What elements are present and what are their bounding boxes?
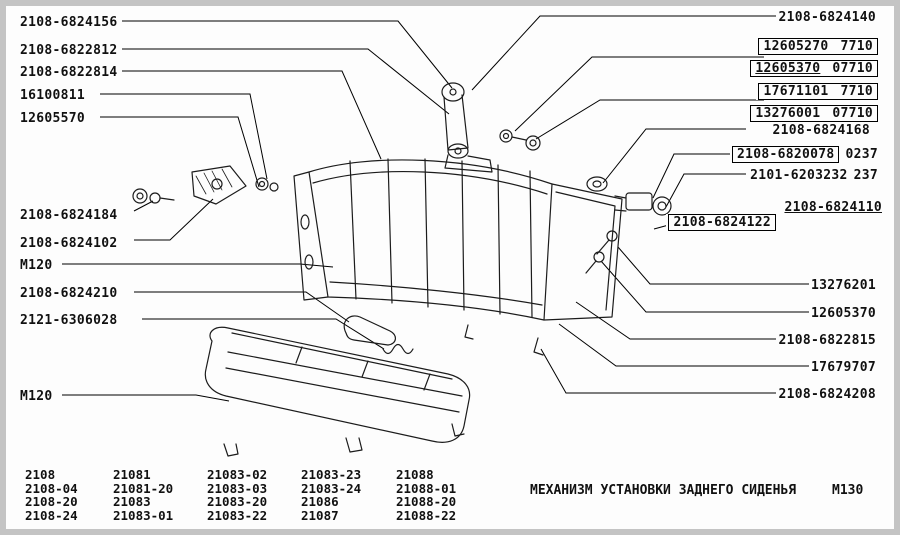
- model-code: 21083-03: [207, 480, 268, 496]
- part-suffix: 07710: [832, 106, 873, 121]
- diagram-title: МЕХАНИЗМ УСТАНОВКИ ЗАДНЕГО СИДЕНЬЯ: [530, 483, 797, 498]
- model-code: 21081-20: [113, 480, 174, 496]
- model-code: 21083-20: [207, 494, 268, 509]
- model-code: 21088: [396, 467, 434, 482]
- part-number-label: 2108-6824156: [18, 15, 120, 30]
- part-number: 2108-6820078: [731, 146, 840, 163]
- leader-lines: [62, 15, 814, 402]
- table-column: 21088 21088-01 21088-20 21088-22: [396, 468, 456, 522]
- part-number: 12605270: [763, 39, 829, 54]
- model-code: 21083-02: [207, 467, 268, 482]
- part-number-label: 2108-6822814: [18, 65, 120, 80]
- part-number-label: 12605570: [18, 111, 88, 126]
- model-code: 21083-24: [301, 480, 362, 496]
- model-code: 2108: [25, 467, 56, 482]
- model-code: 21083-23: [301, 467, 362, 482]
- part-suffix: 237: [853, 168, 878, 183]
- part-number: 17671101: [763, 84, 829, 99]
- part-suffix: 07710: [832, 61, 873, 76]
- part-number: 12605370: [755, 61, 821, 76]
- part-number-label-boxed: 2108-6824122: [666, 214, 778, 231]
- model-code: 21081: [113, 467, 151, 482]
- part-number-label: 13276201: [808, 278, 878, 293]
- part-number-label: 2108-6824184: [18, 208, 120, 223]
- model-code: 21083-01: [113, 507, 174, 523]
- model-code: 21088-22: [396, 507, 457, 523]
- part-number-label: 2108-6824208: [776, 387, 878, 402]
- model-code: 21086: [301, 494, 339, 509]
- sheet-code: М130: [832, 483, 864, 498]
- table-column: 21081 21081-20 21083 21083-01: [113, 468, 173, 522]
- part-suffix: 0237: [845, 147, 878, 162]
- part-number: 2101-6203232: [750, 168, 848, 183]
- model-code: 21083-22: [207, 507, 268, 523]
- part-number-label-boxed: 2108-6820078 0237: [729, 146, 880, 163]
- part-suffix: 7710: [840, 84, 873, 99]
- model-code: 2108-04: [25, 480, 78, 496]
- part-number-label: 2108-6824110: [782, 200, 884, 215]
- seat-cushion-drawing: [204, 326, 471, 457]
- part-number-label-boxed: 13276001 07710: [748, 105, 880, 122]
- part-number-label: 12605370: [808, 306, 878, 321]
- model-code: 2108-20: [25, 494, 78, 509]
- part-number-label-boxed: 12605370 07710: [748, 60, 880, 77]
- model-code: 21087: [301, 507, 339, 523]
- part-number-label: 2108-6824102: [18, 236, 120, 251]
- table-column: 21083-23 21083-24 21086 21087: [301, 468, 361, 522]
- part-number-label: 2108-6824168: [770, 123, 872, 138]
- part-number-label-boxed: 17671101 7710: [756, 83, 880, 100]
- part-number-label: 2108-6824210: [18, 286, 120, 301]
- part-suffix: 7710: [840, 39, 873, 54]
- part-number-label: 2101-6203232 237: [748, 168, 880, 183]
- part-number-label-boxed: 12605270 7710: [756, 38, 880, 55]
- model-code: 2108-24: [25, 507, 78, 523]
- part-number-label: 17679707: [808, 360, 878, 375]
- seat-back-drawing: [293, 158, 623, 356]
- part-number-label: 2108-6822815: [776, 333, 878, 348]
- model-code: 21088-01: [396, 480, 457, 496]
- table-column: 21083-02 21083-03 21083-20 21083-22: [207, 468, 267, 522]
- part-number-label: М120: [18, 389, 55, 404]
- table-column: 2108 2108-04 2108-20 2108-24: [25, 468, 78, 522]
- model-code: 21088-20: [396, 494, 457, 509]
- part-number-label: М120: [18, 258, 55, 273]
- part-number: 13276001: [755, 106, 821, 121]
- part-number-label: 2108-6824140: [776, 10, 878, 25]
- part-number: 2108-6824122: [668, 214, 776, 231]
- hardware-drawing: [132, 82, 672, 355]
- model-code: 21083: [113, 494, 151, 509]
- part-number-label: 2121-6306028: [18, 313, 120, 328]
- part-number-label: 2108-6822812: [18, 43, 120, 58]
- part-number-label: 16100811: [18, 88, 88, 103]
